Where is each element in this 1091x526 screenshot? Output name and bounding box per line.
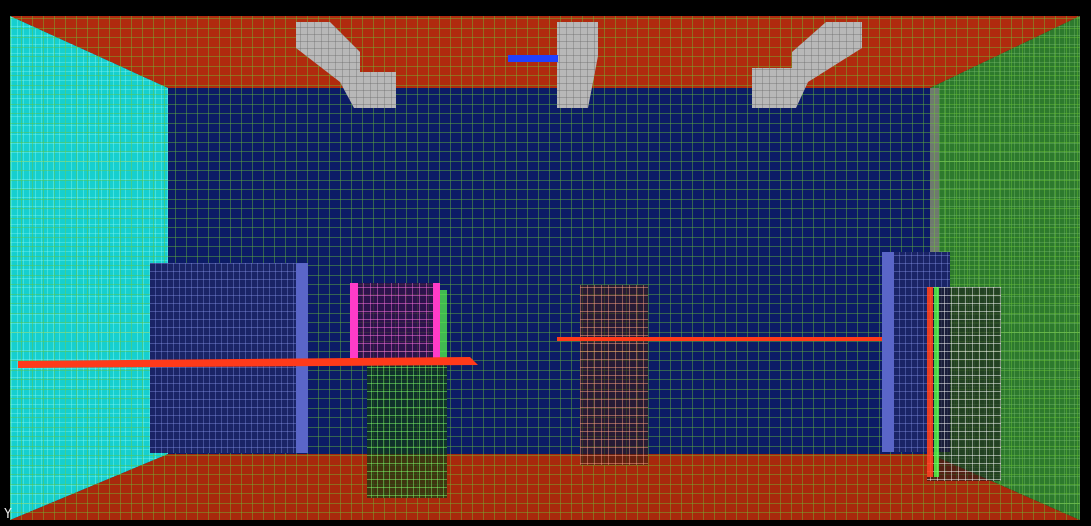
rack-blue-left bbox=[150, 263, 308, 453]
rack-magenta bbox=[350, 283, 440, 363]
rack-green bbox=[367, 290, 447, 498]
rack-white bbox=[927, 287, 1001, 481]
ceiling-duct-right bbox=[752, 22, 862, 108]
ceiling-duct-center bbox=[557, 22, 598, 108]
axis-label-y: Y bbox=[4, 507, 12, 522]
strip-blue-ceiling bbox=[508, 55, 558, 62]
plate-red-right bbox=[557, 337, 898, 341]
rack-salmon bbox=[580, 285, 648, 465]
ceiling-duct-left bbox=[296, 22, 396, 108]
plate-red-left bbox=[18, 357, 478, 368]
